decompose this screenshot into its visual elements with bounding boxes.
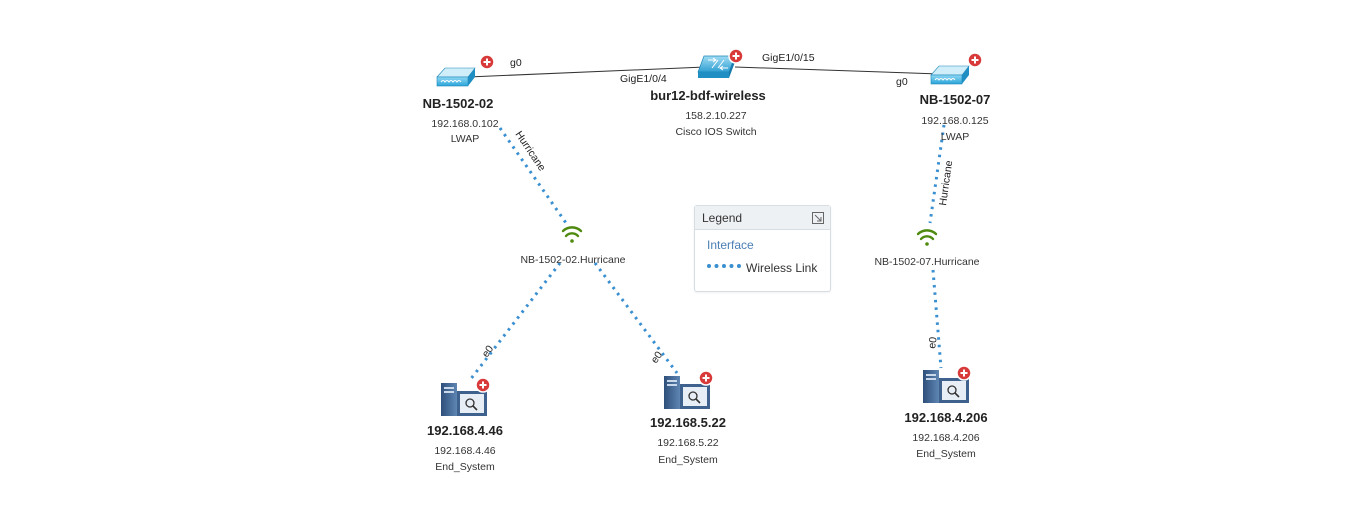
alert-badge-icon xyxy=(728,48,744,64)
link-label-host3-e0: e0 xyxy=(926,336,940,349)
host3-type: End_System xyxy=(916,448,976,460)
node-wifi2[interactable]: NB-1502-07.Hurricane xyxy=(874,229,980,268)
host2-title: 192.168.5.22 xyxy=(650,415,726,430)
switch-title: bur12-bdf-wireless xyxy=(650,88,766,103)
wireless-link-wifi1-host2[interactable] xyxy=(593,262,679,374)
wireless-link-ap2-wifi2[interactable] xyxy=(928,124,946,224)
ap1-title: NB-1502-02 xyxy=(423,96,494,111)
host1-ip: 192.168.4.46 xyxy=(434,445,495,457)
node-ap2[interactable]: NB-1502-07 192.168.0.125 LWAP xyxy=(920,52,991,143)
ap2-title: NB-1502-07 xyxy=(920,92,991,107)
wifi-icon xyxy=(916,229,938,246)
wireless-link-wifi2-host3[interactable] xyxy=(931,269,943,369)
end-system-icon xyxy=(664,376,710,409)
legend-wireless-label: Wireless Link xyxy=(746,261,818,275)
wifi-icon xyxy=(561,226,583,243)
collapse-icon[interactable] xyxy=(812,211,824,224)
host2-type: End_System xyxy=(658,454,718,466)
host2-ip: 192.168.5.22 xyxy=(657,437,718,449)
switch-icon xyxy=(697,55,736,78)
alert-badge-icon xyxy=(479,54,495,70)
node-host3[interactable]: 192.168.4.206 192.168.4.206 End_System xyxy=(904,365,988,460)
end-system-icon xyxy=(923,370,969,403)
legend-panel: Legend Interface Wireless Link xyxy=(694,205,831,292)
node-host1[interactable]: 192.168.4.46 192.168.4.46 End_System xyxy=(427,377,503,473)
ap1-ip: 192.168.0.102 xyxy=(431,118,498,130)
link-label-ap2-g0: g0 xyxy=(896,76,908,88)
access-point-icon xyxy=(930,65,970,85)
access-point-icon xyxy=(436,67,476,87)
host1-type: End_System xyxy=(435,461,495,473)
wireless-link-ap1-wifi1[interactable] xyxy=(498,127,568,224)
link-label-switch-gige1-0-4: GigE1/0/4 xyxy=(620,73,667,85)
link-label-ap1-hurricane: Hurricane xyxy=(513,129,548,174)
end-system-icon xyxy=(441,383,487,416)
node-ap1[interactable]: NB-1502-02 192.168.0.102 LWAP xyxy=(423,54,499,145)
legend-body: Interface Wireless Link xyxy=(695,230,830,283)
alert-badge-icon xyxy=(956,365,972,381)
wireless-link-wifi1-host1[interactable] xyxy=(468,262,562,381)
link-label-switch-gige1-0-15: GigE1/0/15 xyxy=(762,52,815,64)
ap2-type: LWAP xyxy=(941,131,970,143)
ap1-type: LWAP xyxy=(451,133,480,145)
legend-title: Legend xyxy=(702,210,743,225)
host3-ip: 192.168.4.206 xyxy=(912,432,979,444)
alert-badge-icon xyxy=(698,370,714,386)
host3-title: 192.168.4.206 xyxy=(904,410,987,425)
link-label-host1-e0: e0 xyxy=(480,343,497,360)
node-switch[interactable]: bur12-bdf-wireless 158.2.10.227 Cisco IO… xyxy=(650,48,766,138)
wireless-link-swatch xyxy=(707,264,741,272)
node-host2[interactable]: 192.168.5.22 192.168.5.22 End_System xyxy=(650,370,726,466)
alert-badge-icon xyxy=(967,52,983,68)
link-label-ap2-hurricane: Hurricane xyxy=(937,160,955,207)
link-switch-ap2[interactable] xyxy=(734,66,941,75)
link-label-ap1-g0: g0 xyxy=(510,57,522,69)
switch-ip: 158.2.10.227 xyxy=(685,110,746,122)
wifi1-title: NB-1502-02.Hurricane xyxy=(520,254,625,266)
legend-interface-label: Interface xyxy=(707,238,754,252)
host1-title: 192.168.4.46 xyxy=(427,423,503,438)
link-ap1-switch[interactable] xyxy=(467,66,706,78)
alert-badge-icon xyxy=(475,377,491,393)
switch-type: Cisco IOS Switch xyxy=(675,126,756,138)
link-label-host2-e0: e0 xyxy=(649,349,666,366)
legend-header: Legend xyxy=(695,206,830,230)
wifi2-title: NB-1502-07.Hurricane xyxy=(874,256,979,268)
node-wifi1[interactable]: NB-1502-02.Hurricane xyxy=(520,226,626,266)
legend-wireless-row: Wireless Link xyxy=(707,261,818,275)
ap2-ip: 192.168.0.125 xyxy=(921,115,988,127)
